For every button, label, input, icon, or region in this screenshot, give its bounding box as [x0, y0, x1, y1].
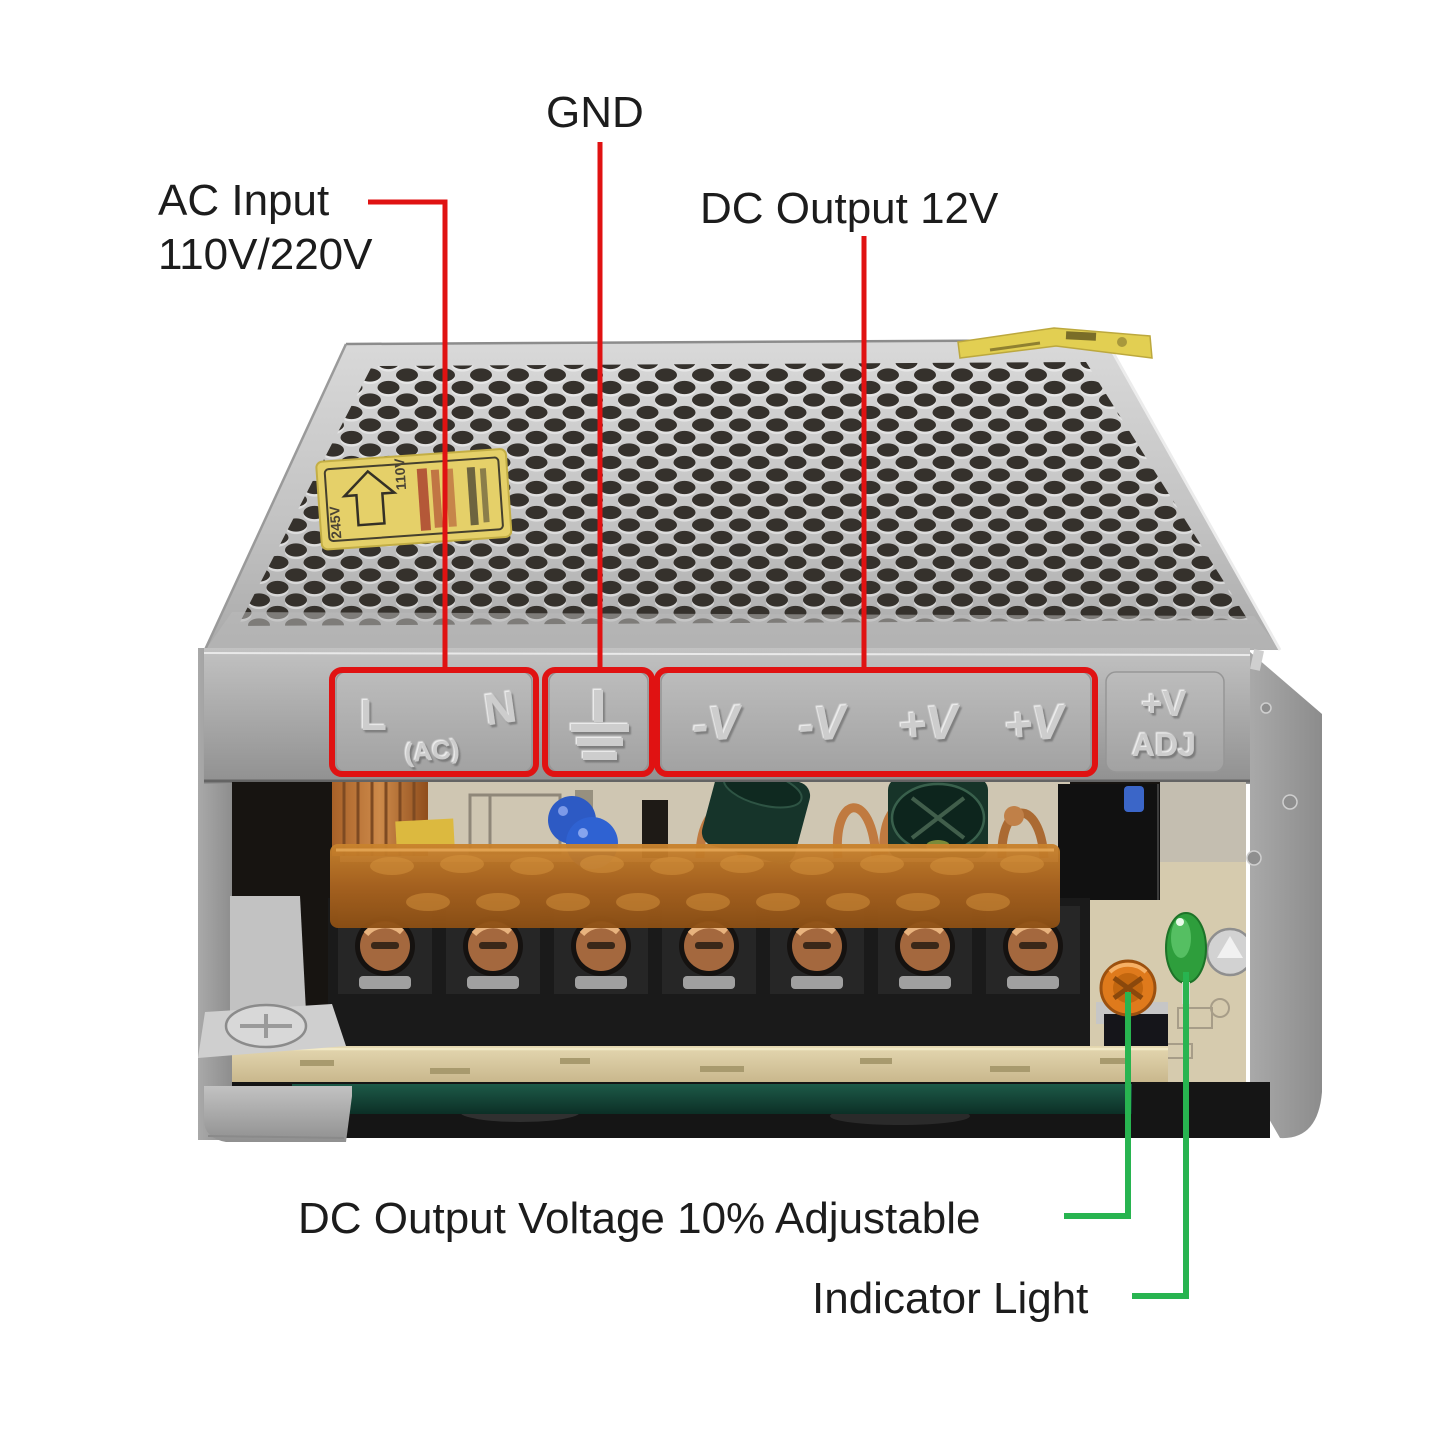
ac-input-callout-line — [368, 199, 448, 670]
indicator-callout-line — [1132, 972, 1189, 1299]
voltage-adjust-potentiometer — [1096, 959, 1168, 1052]
base-flange-left — [204, 1086, 352, 1142]
seal-sticker — [957, 327, 1153, 359]
indicator-label: Indicator Light — [812, 1274, 1089, 1323]
highlight-box-dc-terminals — [654, 667, 1098, 777]
sticker-voltage-top: 110V — [391, 457, 409, 491]
adjust-label-top: +V — [1141, 683, 1186, 724]
terminal-block — [328, 844, 1090, 1050]
ac-input-label-line1: AC Input — [158, 176, 330, 225]
right-side-wall — [1246, 649, 1322, 1139]
adjustable-label: DC Output Voltage 10% Adjustable — [298, 1194, 981, 1243]
interior — [232, 782, 1246, 1086]
terminal-screws — [355, 916, 1063, 989]
terminal-screw — [463, 916, 523, 989]
dc-output-label: DC Output 12V — [700, 184, 999, 233]
rivet — [1260, 702, 1272, 714]
terminal-label-n: N — [481, 683, 519, 736]
terminal-screw — [1003, 916, 1063, 989]
terminal-label-plus-v-2: +V — [1002, 696, 1070, 753]
rivet — [1282, 794, 1298, 810]
terminal-screw — [895, 916, 955, 989]
terminal-label-minus-v-1: -V — [690, 696, 746, 752]
sticker-voltage-bottom: 245V — [326, 505, 344, 539]
adjustable-callout-line — [1064, 992, 1131, 1219]
terminal-screw — [571, 916, 631, 989]
standoff-screw — [1205, 927, 1246, 977]
terminal-cover — [330, 844, 1060, 928]
perforated-lid — [202, 338, 1282, 653]
red-callout-lines — [368, 142, 867, 670]
left-mount-bracket — [198, 896, 346, 1058]
terminal-screw — [355, 916, 415, 989]
adjust-label-bottom: ADJ — [1132, 727, 1196, 763]
terminal-label-plus-v-1: +V — [896, 696, 964, 753]
terminal-plates: L N (AC) -V -V +V +V +V ADJ — [335, 671, 1225, 773]
voltage-warning-sticker: 245V 110V — [315, 448, 513, 551]
rivet — [1246, 850, 1262, 866]
terminal-label-minus-v-2: -V — [796, 696, 852, 752]
plate-voltage-adjust — [1105, 671, 1225, 773]
electrolytic-capacitor — [701, 782, 811, 864]
highlight-box-ac-terminals — [329, 667, 539, 777]
bottom-pcb — [292, 1084, 1132, 1114]
ac-input-label-line2: 110V/220V — [158, 230, 373, 279]
ac-input-label: AC Input 110V/220V — [158, 174, 372, 282]
earth-ground-symbol-icon — [571, 690, 629, 760]
terminal-screw — [679, 916, 739, 989]
terminal-label-ac: (AC) — [403, 734, 460, 769]
red-highlight-boxes — [329, 667, 1098, 777]
arrow-up-icon — [341, 469, 398, 527]
component-label-sticker — [395, 818, 455, 852]
base-assembly — [198, 896, 1270, 1142]
gnd-label: GND — [546, 88, 644, 137]
transformer-windings — [332, 782, 428, 856]
green-callout-lines — [1064, 972, 1189, 1299]
terminal-screw — [787, 916, 847, 989]
callouts — [329, 142, 1189, 1299]
terminal-label-l: L — [360, 691, 387, 740]
